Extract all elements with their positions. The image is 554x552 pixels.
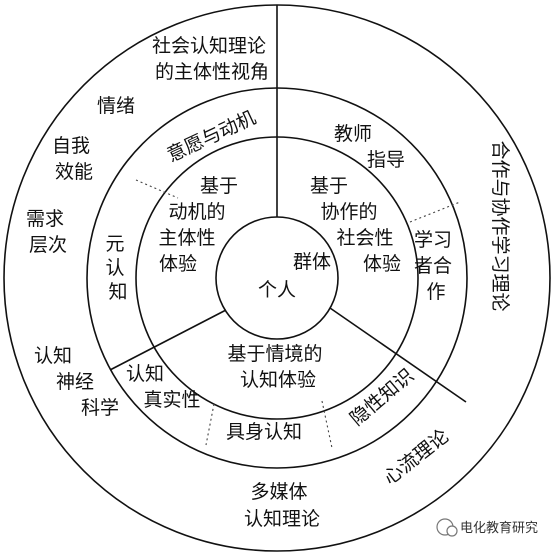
tacit-knowledge-label: 隐性知识 xyxy=(346,365,418,431)
watermark-text: 电化教育研究 xyxy=(460,520,538,536)
cognitive-neuroscience-label: 认知 神经 科学 xyxy=(34,345,119,419)
metacognition-label: 元 认 知 xyxy=(105,233,130,303)
subdivider-bottom-left xyxy=(205,403,215,446)
embodied-cognition-label: 具身认知 xyxy=(226,421,302,443)
emotion-label: 情绪 xyxy=(97,95,135,117)
social-cognition-theory-label: 社会认知理论 的主体性视角 xyxy=(152,35,272,83)
divider-lower-left xyxy=(109,309,227,371)
divider-lower-right xyxy=(329,307,467,403)
flow-theory-label: 心流理论 xyxy=(380,425,453,489)
multimedia-cognition-theory-label: 多媒体 认知理论 xyxy=(244,481,320,530)
center-label: 个人 xyxy=(258,279,296,301)
learner-cooperation-label: 学习 者合 作 xyxy=(414,229,458,303)
motivation-experience: 基于 动机的 主体性 体验 xyxy=(158,175,244,275)
needs-hierarchy-label: 需求 层次 xyxy=(26,208,70,256)
cooperative-learning-theory-label: 合作与协作学习理论 xyxy=(489,140,511,311)
inner-circle xyxy=(215,216,339,340)
cognitive-authenticity-label: 认知 真实性 xyxy=(126,363,201,411)
situation-experience: 基于情境的 认知体验 xyxy=(227,343,328,391)
group-label: 群体 xyxy=(293,251,331,273)
subdivider-bottom-right xyxy=(321,400,333,449)
subdivider-right xyxy=(409,201,461,223)
collaboration-experience: 基于 协作的 社会性 体验 xyxy=(310,175,401,275)
self-efficacy-label: 自我 效能 xyxy=(52,135,96,183)
teacher-guidance-label: 教师 指导 xyxy=(334,123,405,171)
watermark: 电化教育研究 xyxy=(436,518,538,537)
subdivider-left-top xyxy=(135,179,179,199)
wechat-icon-small xyxy=(446,525,458,537)
